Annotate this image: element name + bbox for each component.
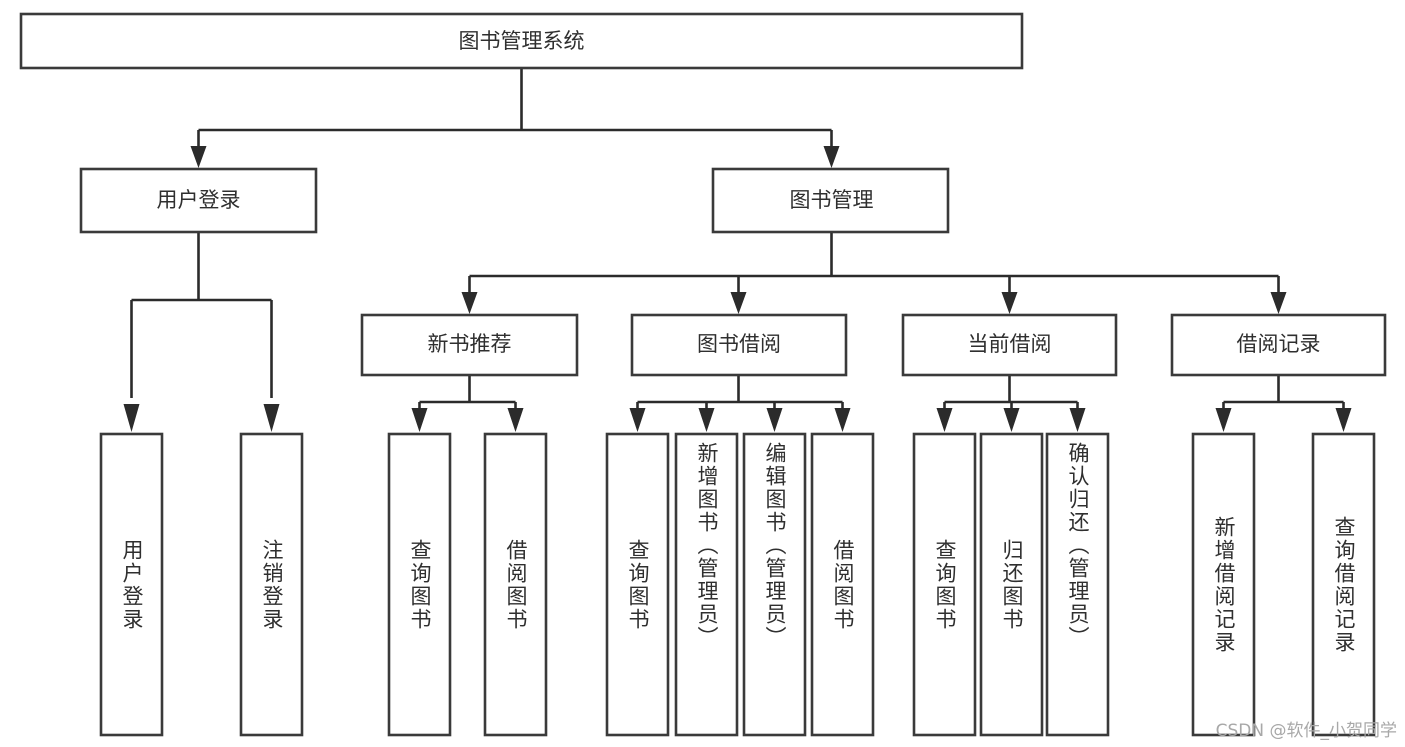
leaf-box-add-book[interactable] [674, 432, 739, 737]
leaf-box-query-book-3[interactable] [912, 432, 977, 737]
watermark-text: CSDN @软件_小贺同学 [1215, 721, 1397, 741]
arrow-to-book-borrow [730, 292, 747, 314]
arrow-to-leaf-logout [263, 404, 280, 432]
node-book-management-box[interactable] [711, 167, 950, 234]
node-new-book-recommend-label: 新书推荐 [428, 332, 512, 356]
leaf-box-borrow-book-2[interactable] [810, 432, 875, 737]
connector-borrow-to-leaves [636, 375, 844, 410]
arrow-to-leaf-user-login [123, 404, 140, 432]
leaf-box-query-book-2[interactable] [605, 432, 670, 737]
arrow-to-borrow-record [1270, 292, 1287, 314]
leaf-box-borrow-book-1[interactable] [483, 432, 548, 737]
leaf-box-query-record[interactable] [1311, 432, 1376, 737]
leaf-box-query-book-1[interactable] [387, 432, 452, 737]
arrow-to-user-login [190, 146, 207, 168]
leaf-box-add-record[interactable] [1191, 432, 1256, 737]
arrow-to-leaf-query-book-2 [629, 408, 646, 432]
arrow-to-leaf-query-record [1335, 408, 1352, 432]
arrow-to-leaf-borrow-book-2 [834, 408, 851, 432]
node-current-borrow-label: 当前借阅 [968, 332, 1052, 356]
node-borrow-record-box[interactable] [1170, 313, 1387, 377]
arrow-to-book-management [823, 146, 840, 168]
leaf-box-return-book[interactable] [979, 432, 1044, 737]
arrow-to-leaf-query-book-1 [411, 408, 428, 432]
connector-layer [123, 69, 1352, 432]
node-book-borrow-label: 图书借阅 [697, 332, 781, 356]
arrow-to-leaf-add-record [1215, 408, 1232, 432]
node-book-borrow-box[interactable] [630, 313, 848, 377]
connector-root-to-level2 [197, 69, 833, 152]
node-layer: 图书管理系统 用户登录 图书管理 新书推荐 图书借阅 当前借阅 借阅记录 [19, 12, 1387, 737]
node-user-login-label: 用户登录 [157, 188, 241, 212]
arrow-to-leaf-borrow-book-1 [507, 408, 524, 432]
leaf-box-user-login[interactable] [99, 432, 164, 737]
connector-userlogin-to-leaves [130, 232, 273, 398]
arrow-to-leaf-edit-book [766, 408, 783, 432]
connector-current-to-leaves [943, 375, 1079, 410]
node-root-label: 图书管理系统 [459, 29, 585, 53]
node-user-login-box[interactable] [79, 167, 318, 234]
connector-record-to-leaves [1222, 375, 1345, 410]
arrow-to-leaf-query-book-3 [936, 408, 953, 432]
arrow-to-current-borrow [1001, 292, 1018, 314]
node-book-management-label: 图书管理 [790, 188, 874, 212]
connector-recommend-to-leaves [418, 375, 517, 410]
node-root-box[interactable] [19, 12, 1024, 70]
node-borrow-record-label: 借阅记录 [1237, 332, 1321, 356]
arrow-to-leaf-return-book [1003, 408, 1020, 432]
node-current-borrow-box[interactable] [901, 313, 1118, 377]
arrow-to-leaf-add-book [698, 408, 715, 432]
arrow-to-new-book-recommend [461, 292, 478, 314]
leaf-box-logout[interactable] [239, 432, 304, 737]
connector-bookmgmt-to-level3 [468, 232, 1280, 298]
leaf-box-edit-book[interactable] [742, 432, 807, 737]
arrow-to-leaf-confirm-return [1069, 408, 1086, 432]
leaf-box-confirm-return[interactable] [1045, 432, 1110, 737]
node-new-book-recommend-box[interactable] [360, 313, 579, 377]
